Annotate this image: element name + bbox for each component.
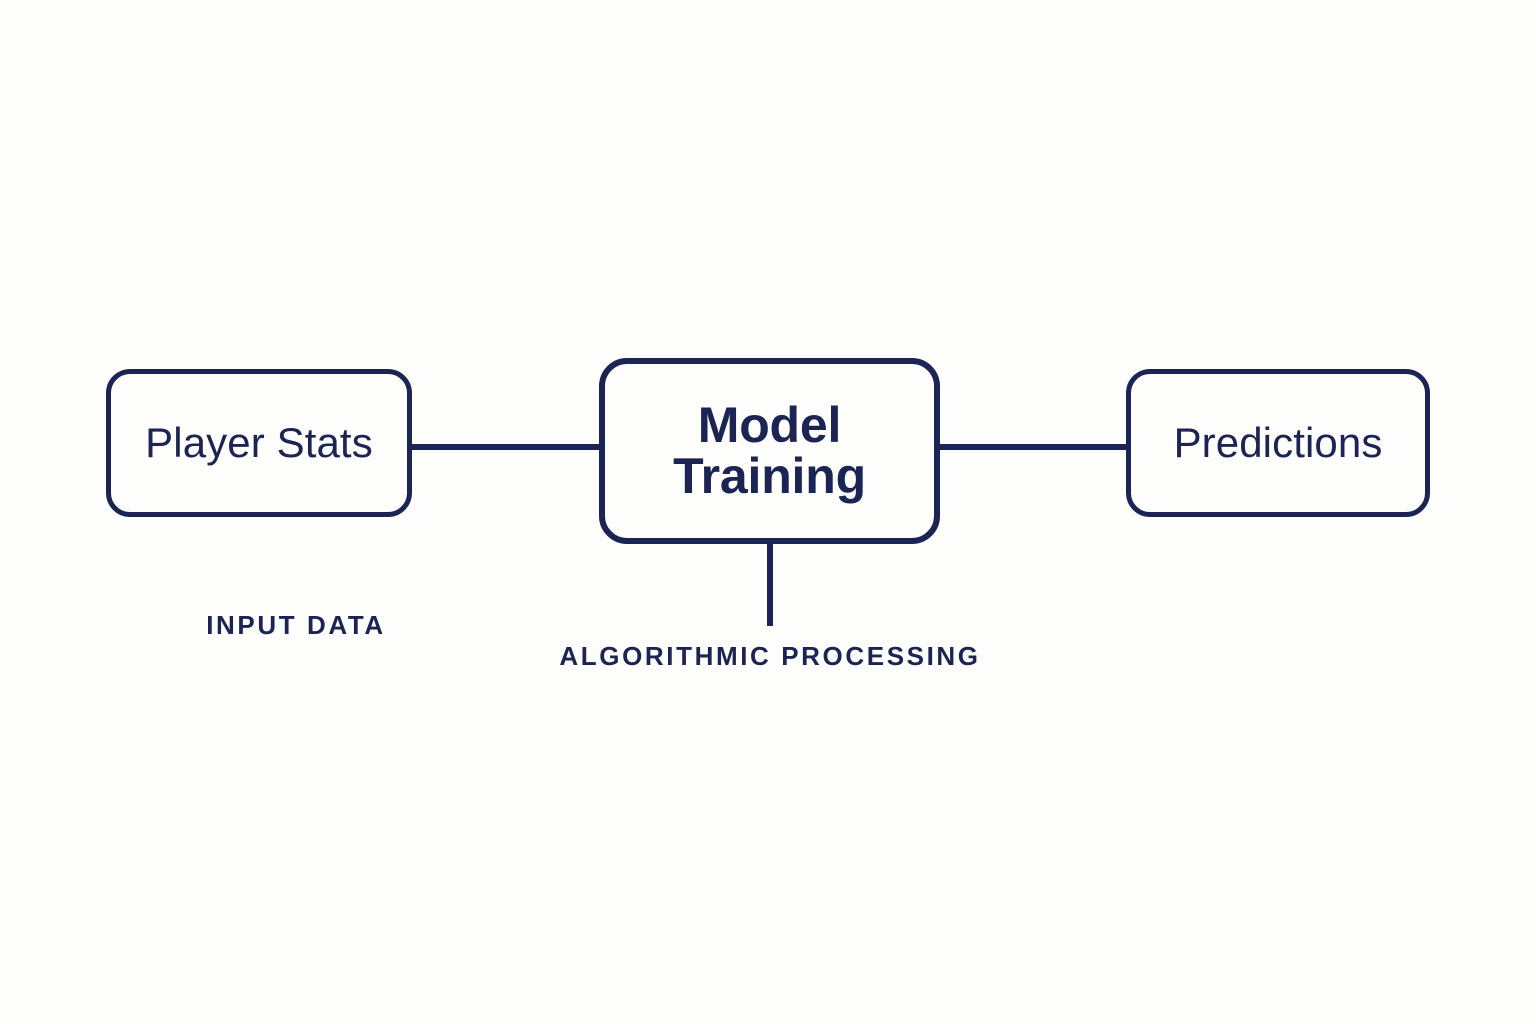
node-predictions[interactable]: Predictions <box>1126 369 1430 517</box>
node-model-training[interactable]: Model Training <box>599 358 940 544</box>
caption-input-data: INPUT DATA <box>206 610 386 640</box>
node-input-data-label: Player Stats <box>145 419 373 467</box>
caption-algorithmic-processing: ALGORITHMIC PROCESSING <box>559 641 981 671</box>
node-input-data[interactable]: Player Stats <box>106 369 412 517</box>
node-model-training-label: Model Training <box>673 396 866 504</box>
node-predictions-label: Predictions <box>1173 419 1383 467</box>
